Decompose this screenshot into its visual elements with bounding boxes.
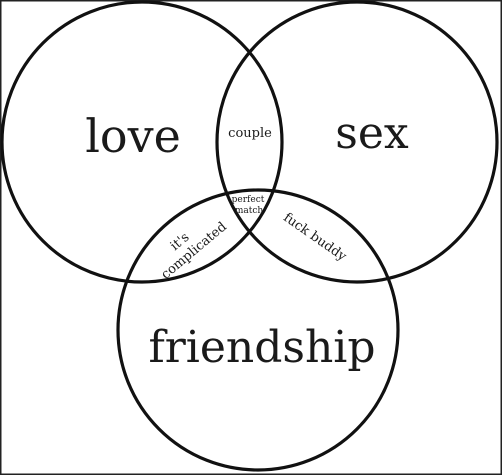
fuck-buddy-label: fuck buddy xyxy=(280,210,349,265)
couple-label: couple xyxy=(228,126,272,141)
match-label: match xyxy=(235,206,264,216)
friendship-label: friendship xyxy=(148,322,375,373)
fuck-buddy-group: fuck buddy xyxy=(280,210,349,265)
love-label: love xyxy=(85,109,181,163)
sex-label: sex xyxy=(335,108,409,159)
its-complicated-group: it's complicated xyxy=(159,219,230,282)
friendship-circle xyxy=(116,188,400,472)
sex-circle xyxy=(215,0,499,284)
perfect-label: perfect xyxy=(232,195,265,205)
love-circle xyxy=(0,0,284,284)
